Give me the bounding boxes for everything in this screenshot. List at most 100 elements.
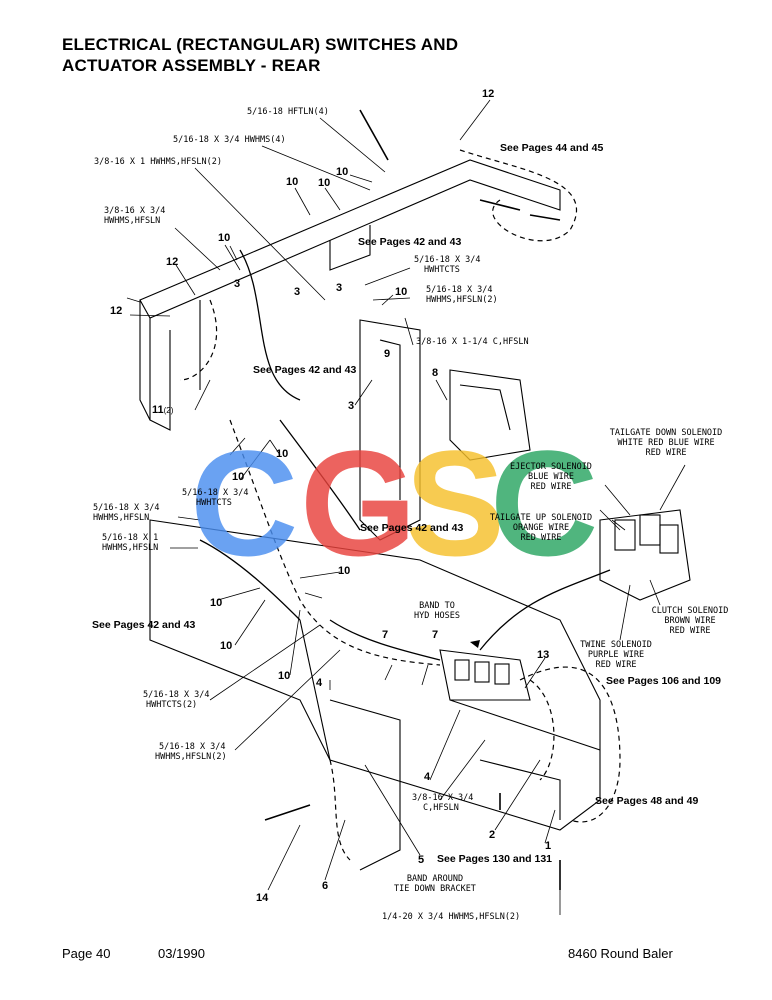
solenoid-tailgate-up-a: TAILGATE UP SOLENOID <box>489 513 593 523</box>
label-hwhms-hfsln2-right-b: HWHMS,HFSLN(2) <box>426 295 498 305</box>
callout-13: 13 <box>537 649 550 661</box>
harness-top <box>459 149 578 242</box>
right-bracket <box>449 369 531 461</box>
callout-3-b: 3 <box>294 286 301 298</box>
callout-4-b: 4 <box>424 771 431 783</box>
title-line-2: ACTUATOR ASSEMBLY - REAR <box>62 56 321 75</box>
ref-pages-44-45: See Pages 44 and 45 <box>500 142 604 154</box>
label-hfsln2-bottom-b: HWHMS,HFSLN(2) <box>155 752 227 762</box>
harness-right <box>529 679 555 781</box>
solenoid-ejector-a: EJECTOR SOLENOID <box>510 462 592 472</box>
ref-pages-42-43-c: See Pages 42 and 43 <box>360 522 464 534</box>
callout-12-left-2: 12 <box>110 305 123 317</box>
label-hwhtcts2-a: 5/16-18 X 3/4 <box>143 690 210 700</box>
callout-10-j: 10 <box>220 640 233 652</box>
callout-4-a: 4 <box>316 677 323 689</box>
ref-pages-130-131: See Pages 130 and 131 <box>437 853 552 865</box>
callout-12-left: 12 <box>166 256 179 268</box>
title-line-1: ELECTRICAL (RECTANGULAR) SWITCHES AND <box>62 35 459 54</box>
page-title: ELECTRICAL (RECTANGULAR) SWITCHES AND AC… <box>62 34 458 76</box>
label-hwhtcts-right-a: 5/16-18 X 3/4 <box>414 255 481 265</box>
solenoid-ejector-c: RED WIRE <box>530 482 572 492</box>
footer-date: 03/1990 <box>158 946 205 961</box>
footer-model: 8460 Round Baler <box>568 946 673 961</box>
callout-10-g: 10 <box>232 471 245 483</box>
label-hwhtcts-mid-b: HWHTCTS <box>196 498 232 508</box>
callout-1: 1 <box>545 840 552 852</box>
callout-10-i: 10 <box>210 597 223 609</box>
callout-10-c: 10 <box>318 177 331 189</box>
solenoid-twine-a: TWINE SOLENOID <box>580 640 652 650</box>
solenoid-tailgate-down-b: WHITE RED BLUE WIRE <box>617 438 715 448</box>
label-c-hfsln-34-a: 3/8-16 X 3/4 <box>412 793 474 803</box>
callout-10-d: 10 <box>218 232 231 244</box>
callout-11-number: 11 <box>152 404 164 416</box>
callout-8: 8 <box>432 367 439 379</box>
ref-pages-42-43-b: See Pages 42 and 43 <box>253 364 357 376</box>
watermark-letter-3: S <box>405 430 505 580</box>
label-hwhtcts-right-b: HWHTCTS <box>424 265 460 275</box>
label-hwhms-hfsln2-right-a: 5/16-18 X 3/4 <box>426 285 493 295</box>
footer-page: Page 40 <box>62 946 111 961</box>
label-hfsln2-bottom-a: 5/16-18 X 3/4 <box>159 742 226 752</box>
note-band-tie-b: TIE DOWN BRACKET <box>394 884 476 894</box>
callout-11: 11(2) <box>152 404 173 416</box>
callout-3-c: 3 <box>336 282 343 294</box>
label-hwhms-hfsln2-top: 3/8-16 X 1 HWHMS,HFSLN(2) <box>94 157 222 167</box>
solenoid-twine-c: RED WIRE <box>595 660 637 670</box>
label-bottom-hwhms: 1/4-20 X 3/4 HWHMS,HFSLN(2) <box>382 912 521 922</box>
label-left-hfsln-a: 5/16-18 X 3/4 <box>93 503 160 513</box>
harness-lower <box>519 666 621 823</box>
callout-6: 6 <box>322 880 329 892</box>
ref-pages-42-43-d: See Pages 42 and 43 <box>92 619 196 631</box>
label-left-hfsln-b: HWHMS,HFSLN <box>93 513 150 523</box>
callout-10-b: 10 <box>286 176 299 188</box>
note-band-tie-a: BAND AROUND <box>406 874 464 884</box>
callout-7-b: 7 <box>432 629 439 641</box>
note-band-hyd-b: HYD HOSES <box>413 611 461 621</box>
watermark-letter-1: C <box>190 430 298 580</box>
side-frame <box>359 319 421 541</box>
solenoid-clutch-a: CLUTCH SOLENOID <box>651 606 729 616</box>
ref-pages-106-109: See Pages 106 and 109 <box>606 675 721 687</box>
label-c-hfsln-114: 3/8-16 X 1-1/4 C,HFSLN <box>416 337 529 347</box>
callout-11-qty: (2) <box>163 406 174 415</box>
solenoid-tailgate-up-c: RED WIRE <box>520 533 562 543</box>
label-left-x1-b: HWHMS,HFSLN <box>102 543 159 553</box>
callout-10-k: 10 <box>278 670 291 682</box>
watermark-logo: C G S C <box>190 430 598 580</box>
label-hwhms-hfsln-left-b: HWHMS,HFSLN <box>104 216 161 226</box>
solenoid-tailgate-down-a: TAILGATE DOWN SOLENOID <box>609 428 723 438</box>
label-hftln: 5/16-18 HFTLN(4) <box>247 107 329 117</box>
harness-left <box>179 299 218 381</box>
ref-pages-48-49: See Pages 48 and 49 <box>595 795 699 807</box>
note-band-hyd-a: BAND TO <box>419 601 455 611</box>
solenoid-clutch-c: RED WIRE <box>669 626 711 636</box>
callout-12-top: 12 <box>482 88 495 100</box>
valve-cluster <box>439 649 531 701</box>
solenoid-tailgate-up-b: ORANGE WIRE <box>512 523 570 533</box>
callout-3-d: 3 <box>348 400 355 412</box>
callout-7-a: 7 <box>382 629 389 641</box>
watermark-letter-2: G <box>300 430 417 580</box>
harness-bottom <box>329 759 351 861</box>
watermark-letter-4: C <box>490 430 598 580</box>
callout-3-a: 3 <box>234 278 241 290</box>
label-c-hfsln-34-b: C,HFSLN <box>423 803 459 813</box>
callout-10-f: 10 <box>276 448 289 460</box>
callout-10-a: 10 <box>336 166 349 178</box>
solenoid-tailgate-down-c: RED WIRE <box>645 448 687 458</box>
solenoid-ejector-b: BLUE WIRE <box>527 472 575 482</box>
label-hwhtcts-mid-a: 5/16-18 X 3/4 <box>182 488 249 498</box>
label-hwhms4: 5/16-18 X 3/4 HWHMS(4) <box>173 135 286 145</box>
solenoid-clutch-b: BROWN WIRE <box>664 616 716 626</box>
callout-2: 2 <box>489 829 496 841</box>
solenoid-block <box>599 509 691 601</box>
lower-frame <box>149 519 601 831</box>
callout-10-e: 10 <box>395 286 408 298</box>
callout-9: 9 <box>384 348 391 360</box>
callout-10-h: 10 <box>338 565 351 577</box>
callout-14: 14 <box>256 892 269 904</box>
label-hwhms-hfsln-left-a: 3/8-16 X 3/4 <box>104 206 166 216</box>
